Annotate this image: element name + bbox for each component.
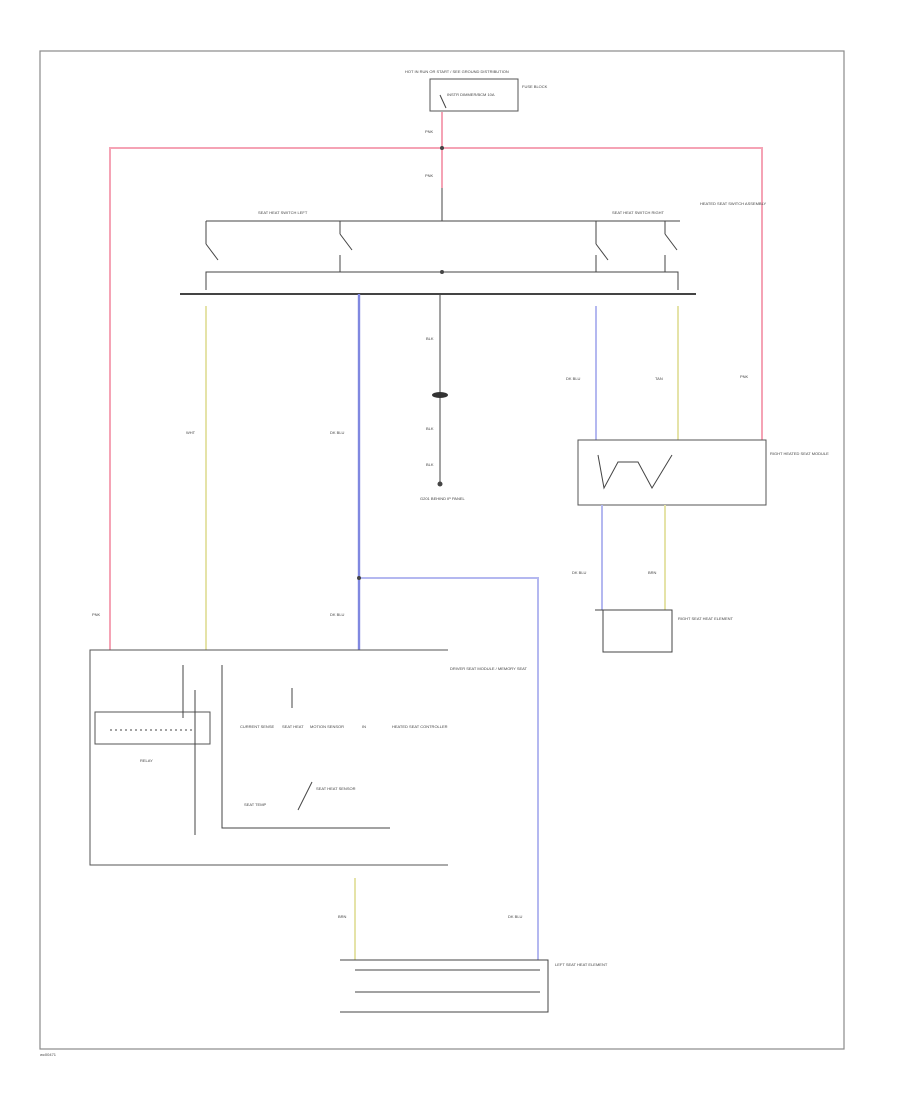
wire-right-yellow-label: TAN <box>655 376 663 381</box>
ground-circuit: BLK BLK BLK G201 BEHIND IP PANEL <box>420 294 466 501</box>
fuse-block: HOT IN RUN OR START / SEE GROUND DISTRIB… <box>405 69 548 112</box>
relay-label: RELAY <box>140 758 153 763</box>
wire-top-1-label: PNK <box>425 129 434 134</box>
circuit-label-5: HEATED SEAT CONTROLLER <box>392 724 448 729</box>
heater-assembly-label: HEATED SEAT SWITCH ASSEMBLY <box>700 201 766 206</box>
ground-location-label: G201 BEHIND IP PANEL <box>420 496 466 501</box>
wire-right-lower-yellow-label: BRN <box>648 570 657 575</box>
wire-right-lower-blue-label: DK BLU <box>572 570 587 575</box>
wire-left-yellow-label: WHT <box>186 430 196 435</box>
wire-right-blue-label: DK BLU <box>566 376 581 381</box>
circuit-label-7: SEAT HEAT SENSOR <box>316 786 356 791</box>
left-module-label: DRIVER SEAT MODULE / MEMORY SEAT <box>450 666 528 671</box>
right-module-label: RIGHT HEATED SEAT MODULE <box>770 451 829 456</box>
wire-left-blue2-label: DK BLU <box>330 612 345 617</box>
left-element-branch: BRN DK BLU LEFT SEAT HEAT ELEMENT <box>338 878 608 1013</box>
diagram-frame <box>39 50 845 1050</box>
circuit-label-6: SEAT TEMP <box>244 802 267 807</box>
circuit-label-1: CURRENT SENSE <box>240 724 274 729</box>
circuit-label-2: SEAT HEAT <box>282 724 304 729</box>
power-feed-wires: PNK PNK <box>109 112 763 650</box>
ground-wire-1-label: BLK <box>426 336 434 341</box>
relay-box <box>94 711 211 745</box>
wire-left-blue-label: DK BLU <box>330 430 345 435</box>
ground-wire-2-label: BLK <box>426 426 434 431</box>
ground-wire-3-label: BLK <box>426 462 434 467</box>
seat-heat-switch-assembly: SEAT HEAT SWITCH LEFT SEAT HEAT SWITCH R… <box>180 188 766 295</box>
circuit-label-4: IN <box>362 724 366 729</box>
seat-switch-left-label: SEAT HEAT SWITCH LEFT <box>258 210 308 215</box>
wire-top-2-label: PNK <box>425 173 434 178</box>
circuit-label-3: MOTION SENSOR <box>310 724 344 729</box>
left-branch-wires: WHT DK BLU PNK DK BLU <box>92 294 539 960</box>
right-branch: DK BLU TAN PNK RIGHT HEATED SEAT MODULE … <box>566 306 829 653</box>
driver-seat-module: DRIVER SEAT MODULE / MEMORY SEAT RELAY C… <box>89 649 528 866</box>
left-element-label: LEFT SEAT HEAT ELEMENT <box>555 962 608 967</box>
wire-right-pink-label: PNK <box>740 374 749 379</box>
fuse-box-label: FUSE BLOCK <box>522 84 548 89</box>
wire-bottom-blue-label: DK BLU <box>508 914 523 919</box>
wire-left-pink-label: PNK <box>92 612 101 617</box>
right-heated-seat-module <box>577 439 767 506</box>
right-element-label: RIGHT SEAT HEAT ELEMENT <box>678 616 734 621</box>
right-seat-heat-element <box>595 609 673 653</box>
footer-code: wc00471 <box>40 1052 57 1057</box>
left-seat-heat-element <box>340 959 549 1013</box>
wire-bottom-yellow-label: BRN <box>338 914 347 919</box>
seat-switch-right-label: SEAT HEAT SWITCH RIGHT <box>612 210 664 215</box>
fuse-source-label: HOT IN RUN OR START / SEE GROUND DISTRIB… <box>405 69 509 74</box>
fuse-name-label: INSTR DIMMER/BCM 10A <box>447 92 495 97</box>
